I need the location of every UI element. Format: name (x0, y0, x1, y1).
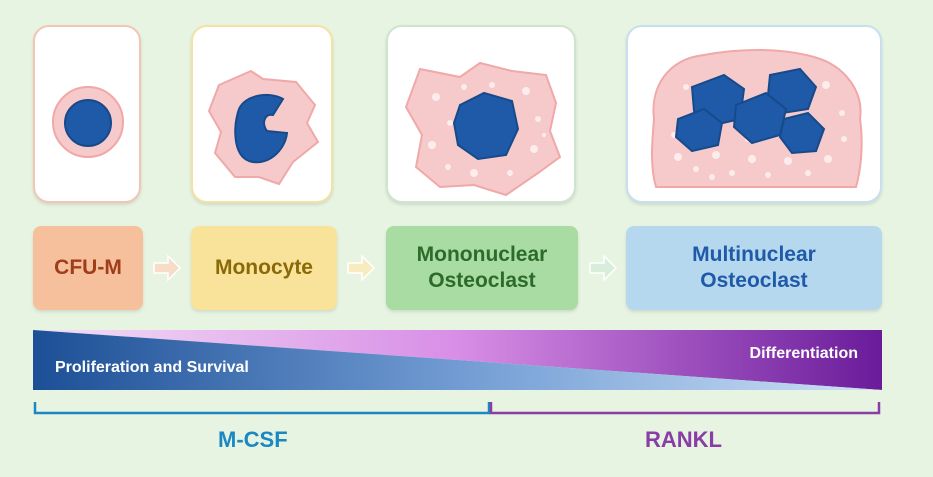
monocyte-cell-panel (191, 25, 333, 203)
stage-label-multinuclear-osteoclast: Multinuclear Osteoclast (626, 226, 882, 310)
arrow-right-icon (153, 254, 182, 282)
arrow-right-icon (589, 254, 618, 282)
differentiation-label: Differentiation (749, 345, 858, 362)
mononuclear-osteoclast-cell-panel (386, 25, 576, 203)
m-csf-bracket (33, 402, 491, 415)
mononuclear-osteoclast-cell-illustration (404, 61, 562, 197)
cfu-m-cell-panel (33, 25, 141, 203)
arrow-right-icon (347, 254, 376, 282)
rankl-bracket (489, 402, 881, 415)
monocyte-cell-illustration (207, 69, 320, 186)
stage-label-cfu-m: CFU-M (33, 226, 143, 310)
multinuclear-osteoclast-cell-illustration (651, 49, 863, 188)
stage-label-mononuclear-osteoclast: Mononuclear Osteoclast (386, 226, 578, 310)
cfu-m-cell-illustration (52, 86, 124, 158)
signaling-gradient-bar (33, 330, 882, 390)
m-csf-label: M-CSF (218, 427, 288, 452)
proliferation-survival-label: Proliferation and Survival (55, 359, 249, 376)
multinuclear-osteoclast-cell-panel (626, 25, 882, 203)
rankl-label: RANKL (645, 427, 722, 452)
stage-label-monocyte: Monocyte (191, 226, 337, 310)
